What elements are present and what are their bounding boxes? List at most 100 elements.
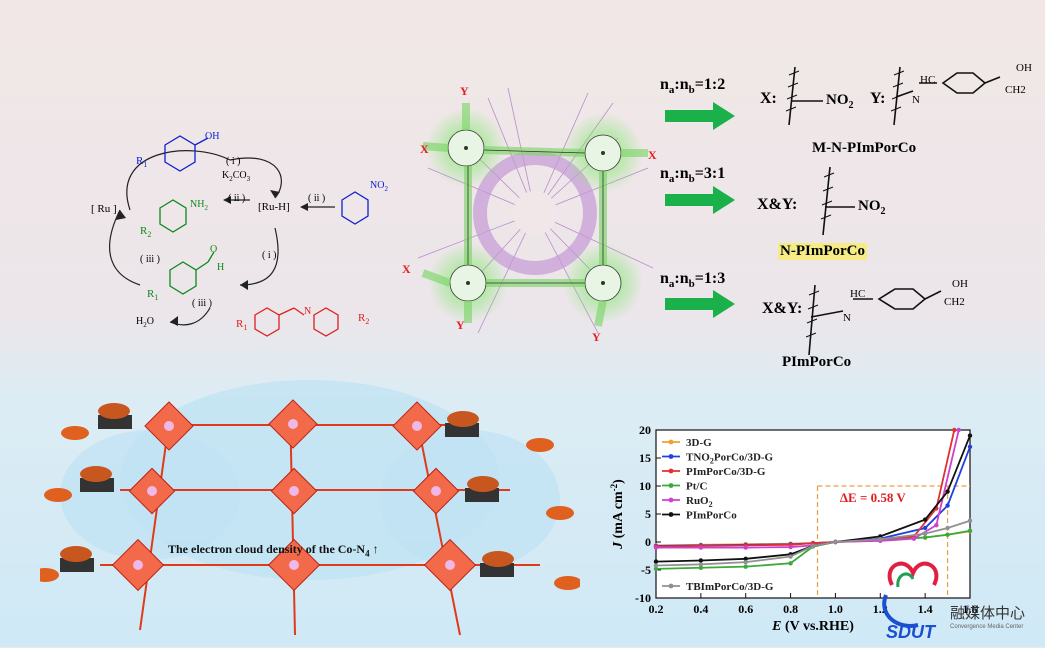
imine-product	[254, 307, 339, 337]
y-tick-label: 10	[639, 479, 651, 493]
p2-no2-label: NO2	[858, 198, 886, 217]
series-point	[967, 433, 973, 438]
p3-name: PImPorCo	[782, 354, 852, 370]
r1-label: R1	[136, 155, 148, 170]
series-point	[833, 539, 838, 545]
legend-label: Pt/C	[686, 481, 707, 493]
series-point	[788, 554, 793, 559]
porphyrin-framework	[417, 87, 654, 334]
nh2-label: NH2	[190, 199, 208, 212]
y-tick-label: 0	[645, 535, 651, 549]
series-point	[810, 543, 816, 549]
series-point	[945, 525, 950, 531]
hatch-marks	[785, 70, 905, 338]
r2-label: R2	[140, 225, 152, 240]
x-tick-label: 0.2	[649, 602, 664, 616]
series-point	[922, 531, 928, 536]
green-arrow-2-icon	[665, 186, 735, 214]
legend-marker	[668, 439, 674, 445]
p1-oh-label: OH	[1016, 62, 1032, 74]
r1-ald-label: R1	[147, 288, 159, 303]
aniline-ring	[159, 199, 187, 233]
imine-n-label: N	[304, 306, 312, 317]
imine-r2-label: R2	[358, 312, 370, 327]
step-ii-right: ( ii )	[308, 193, 326, 204]
legend-label: PImPorCo	[686, 510, 737, 522]
p1-y-label: Y:	[870, 90, 886, 107]
series-point	[922, 535, 928, 540]
y-top-label: Y	[460, 84, 469, 98]
legend-label: TBImPorCo/3D-G	[686, 581, 774, 593]
porphyrin-nodes	[426, 108, 643, 323]
logo-en: Convergence Media Center	[950, 624, 1024, 630]
logo-text: SDUT	[886, 622, 935, 642]
ratio-1: na:nb=1:2	[660, 76, 726, 97]
p3-ch2-label: CH2	[944, 296, 965, 308]
delta-e-annotation: ΔE = 0.58 V	[840, 490, 906, 505]
lattice-caption: The electron cloud density of the Co-N4 …	[168, 542, 379, 559]
logo-cn: 融媒体中心	[950, 604, 1026, 622]
legend-label: PImPorCo/3D-G	[686, 466, 766, 478]
series-point	[956, 427, 961, 433]
ratio-3: na:nb=1:3	[660, 270, 726, 291]
series-point	[698, 562, 704, 567]
legend-label: TNO2PorCo/3D-G	[686, 452, 774, 466]
legend-marker	[668, 497, 674, 503]
series-point	[911, 536, 917, 541]
series-point	[788, 561, 793, 566]
x-tick-label: 1.0	[828, 602, 843, 616]
series-point	[743, 564, 748, 569]
step-iii-left: ( iii )	[140, 254, 160, 265]
legend-label: RuO2	[686, 495, 713, 509]
green-arrow-1-icon	[665, 102, 735, 130]
y-tick-label: 5	[645, 507, 651, 521]
step-i-top: ( i )	[226, 156, 241, 167]
p3-hc-label: HC	[850, 288, 866, 300]
ratio-2: na:nb=3:1	[660, 165, 726, 186]
step-i-right: ( i )	[262, 250, 277, 261]
ratio-arrows	[665, 102, 735, 318]
series-point	[743, 559, 748, 565]
imine-r1-label: R1	[236, 318, 248, 333]
cof-lattice	[40, 399, 580, 636]
y-tick-label: -10	[635, 591, 651, 605]
series-point	[653, 545, 659, 550]
no2-label: NO2	[370, 180, 388, 193]
ru-label: [ Ru ]	[91, 203, 117, 215]
sdut-logo-icon	[882, 561, 939, 628]
linker-lines	[467, 149, 604, 284]
series-point	[922, 517, 928, 522]
series-point	[945, 503, 950, 508]
series-point	[698, 565, 704, 570]
series-point	[743, 545, 748, 550]
green-arrow-3-icon	[665, 290, 735, 318]
series-point	[698, 545, 704, 550]
p3-n-label: N	[843, 312, 851, 324]
series-point	[743, 556, 748, 561]
benzyl-alcohol-ring	[164, 135, 209, 172]
series-point	[698, 558, 704, 563]
nitrobenzene-ring	[341, 191, 369, 225]
series-point	[967, 518, 973, 523]
x-tick-label: 0.6	[738, 602, 753, 616]
x-tick-label: 1.6	[963, 602, 978, 616]
y-bottom-label: Y	[456, 318, 465, 332]
x-tick-label: 1.4	[918, 602, 933, 616]
y-right-bottom-label: Y	[592, 330, 601, 344]
o-ald-label: O	[210, 244, 218, 255]
x-axis-label: E (V vs.RHE)	[771, 619, 854, 634]
y-tick-label: 15	[639, 451, 651, 465]
step-iii-bottom: ( iii )	[192, 298, 212, 309]
series-point	[945, 489, 950, 494]
legend-marker	[668, 468, 674, 474]
x-tick-label: 0.8	[783, 602, 798, 616]
oh-label: OH	[205, 131, 220, 142]
series-point	[934, 523, 939, 528]
h2o-label: H2O	[136, 316, 154, 329]
series-point	[945, 532, 950, 537]
legend-marker	[668, 583, 674, 589]
series-point	[653, 566, 659, 572]
series-line	[655, 429, 956, 548]
